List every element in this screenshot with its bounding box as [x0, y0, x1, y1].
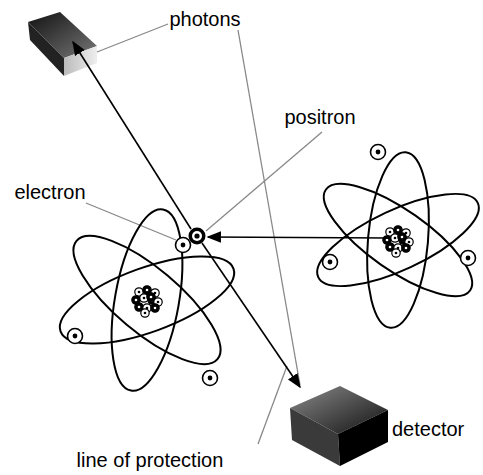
leader-line: [258, 366, 287, 444]
atom: [50, 204, 245, 396]
nucleus: [383, 226, 413, 257]
positron-particle: [189, 228, 206, 245]
detector-box: [28, 12, 97, 76]
electron-particle: [323, 255, 338, 270]
path-arrow: [73, 42, 191, 229]
electron-particle: [176, 238, 191, 253]
detector-box: [290, 386, 388, 466]
electron-particle: [68, 329, 83, 344]
label-text: detector: [392, 418, 464, 440]
path-arrow: [202, 243, 300, 387]
leader-line: [238, 30, 300, 385]
electron-particle: [371, 145, 386, 160]
label-text: photons: [169, 8, 240, 30]
path-arrow: [208, 237, 388, 238]
label-text: line of protection: [77, 449, 224, 471]
leader-line: [97, 24, 168, 52]
electron-particle: [203, 371, 218, 386]
nucleus: [132, 286, 162, 317]
label-text: electron: [14, 181, 85, 203]
electron-particle: [461, 251, 476, 266]
label-text: positron: [284, 106, 355, 128]
leader-line: [206, 132, 322, 231]
